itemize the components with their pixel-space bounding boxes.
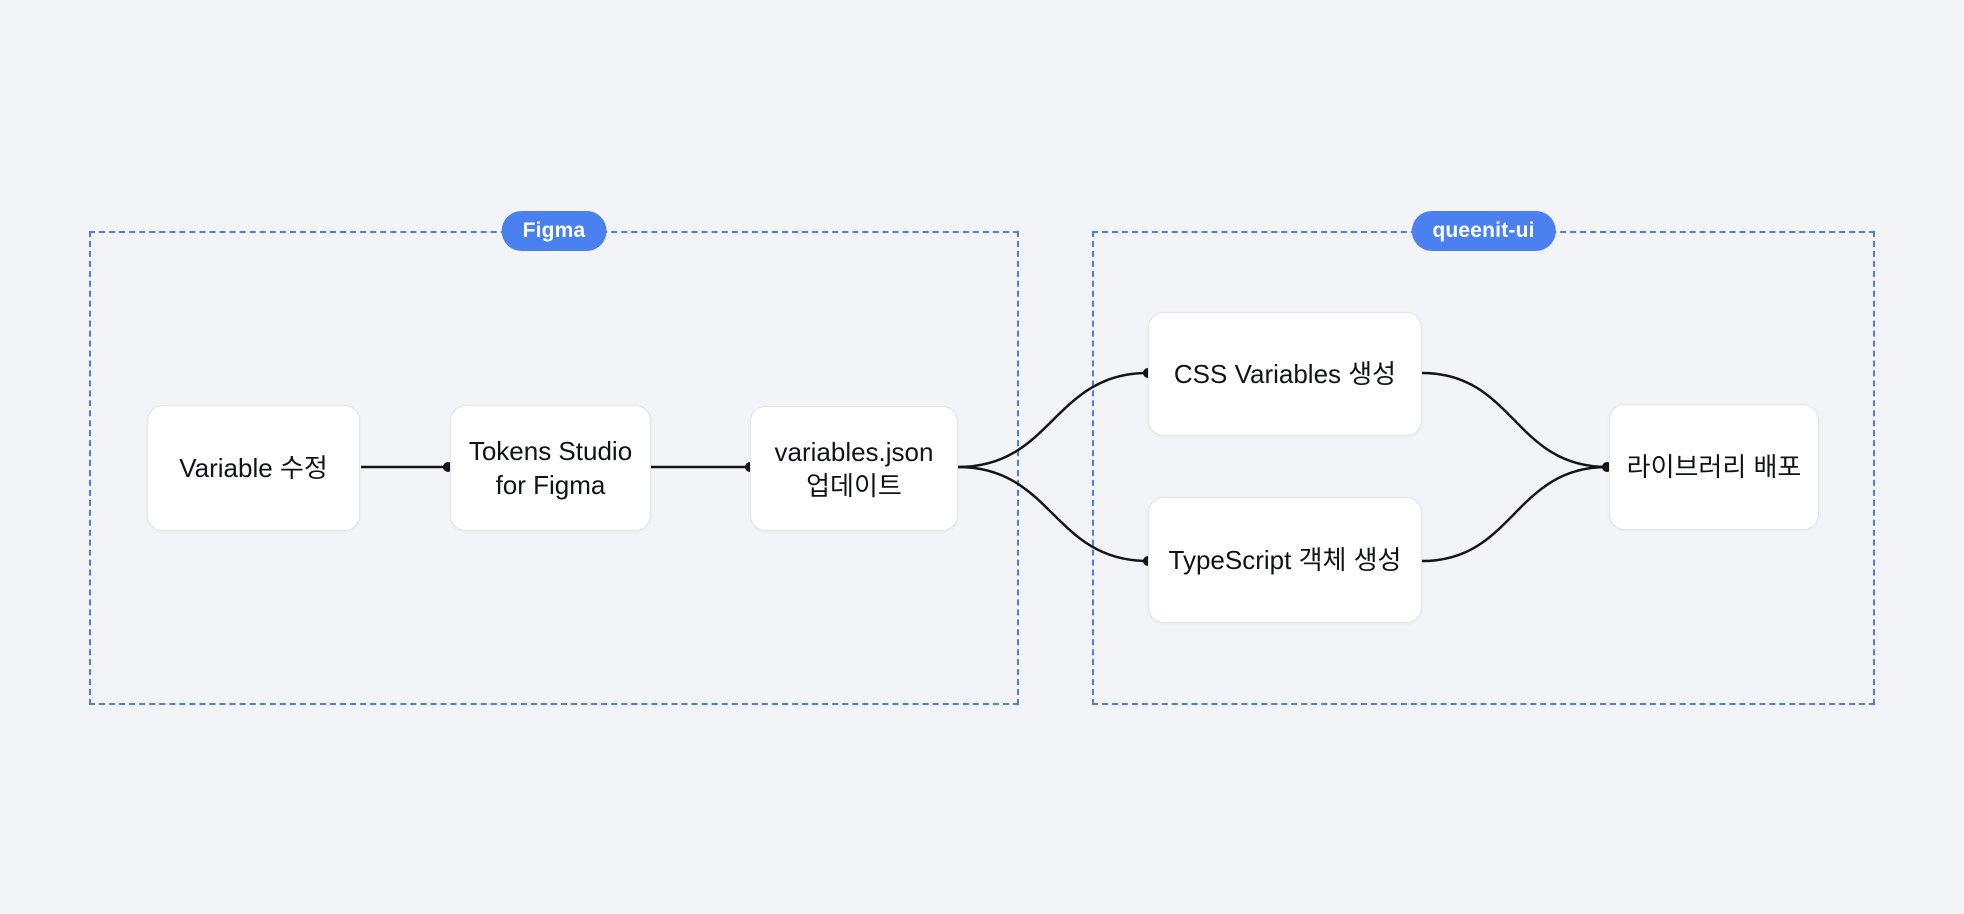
group-label-figma: Figma	[501, 211, 607, 251]
node-library-deploy: 라이브러리 배포	[1609, 404, 1819, 530]
node-variable-edit: Variable 수정	[147, 405, 360, 531]
group-label-queenit-ui: queenit-ui	[1411, 211, 1556, 251]
node-variables-json: variables.json 업데이트	[750, 406, 958, 531]
group-queenit-ui: queenit-ui	[1092, 211, 1875, 705]
node-css-variables: CSS Variables 생성	[1148, 312, 1422, 436]
node-typescript-object: TypeScript 객체 생성	[1148, 497, 1422, 623]
node-tokens-studio: Tokens Studio for Figma	[450, 405, 651, 531]
